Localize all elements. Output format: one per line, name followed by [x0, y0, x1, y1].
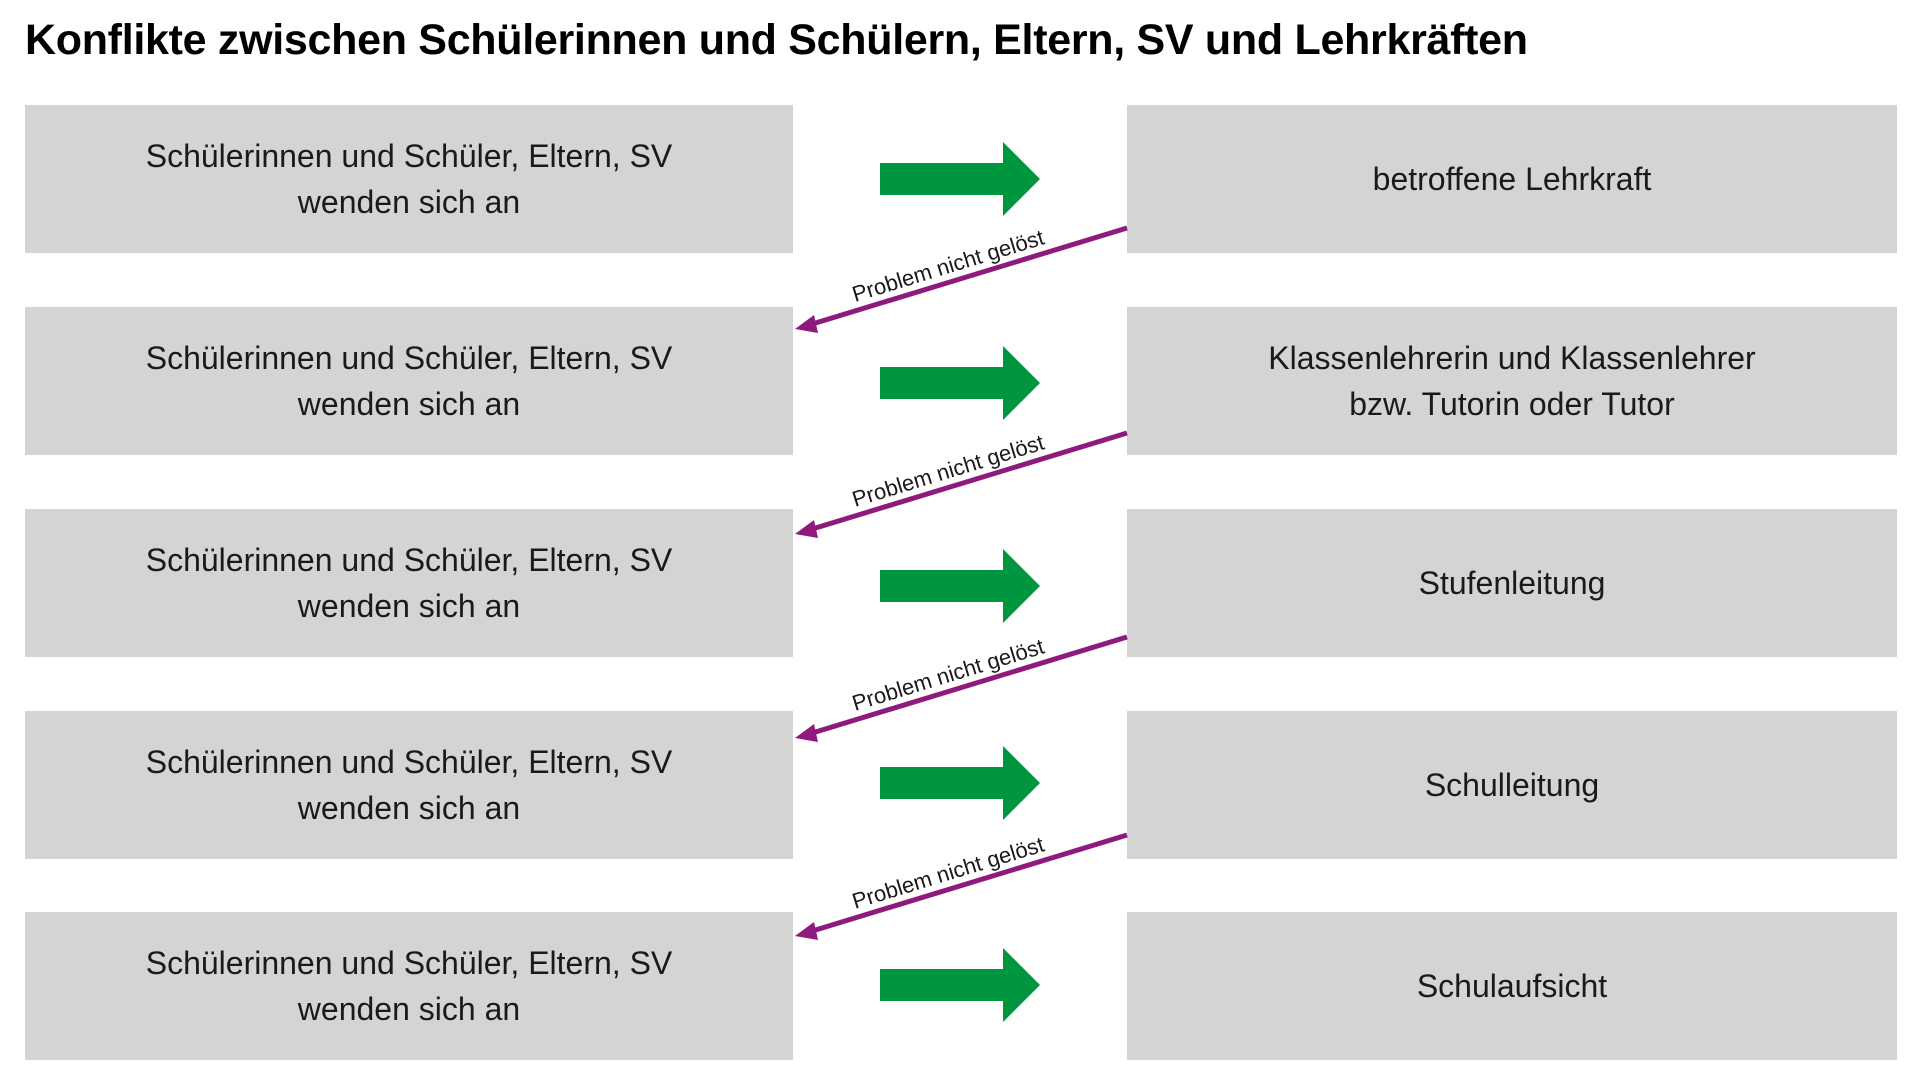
escalation-label-4: Problem nicht gelöst: [849, 832, 1047, 914]
row-3-left-line-1: Schülerinnen und Schüler, Eltern, SV: [145, 542, 673, 578]
row-1-left-line-1: Schülerinnen und Schüler, Eltern, SV: [145, 138, 673, 174]
row-5-left-line-2: wenden sich an: [297, 991, 521, 1027]
row-2-left-line-2: wenden sich an: [297, 386, 521, 422]
row-5-left-box: Schülerinnen und Schüler, Eltern, SV wen…: [25, 912, 793, 1060]
forward-arrow-icon-1: [880, 142, 1040, 216]
forward-arrow-icon-3: [880, 549, 1040, 623]
escalation-arrow-2: Problem nicht gelöst: [795, 430, 1128, 538]
row-3-right-box: Stufenleitung: [1127, 509, 1897, 657]
escalation-arrow-1: Problem nicht gelöst: [795, 225, 1128, 333]
back-arrowhead-icon-4: [795, 922, 818, 940]
row-5-left-line-1: Schülerinnen und Schüler, Eltern, SV: [145, 945, 673, 981]
escalation-label-3: Problem nicht gelöst: [849, 634, 1047, 716]
row-3-right-line-1: Stufenleitung: [1418, 565, 1606, 601]
row-2-right-box: Klassenlehrerin und Klassenlehrer bzw. T…: [1127, 307, 1897, 455]
row-1-right-box: betroffene Lehrkraft: [1127, 105, 1897, 253]
forward-arrow-icon-5: [880, 948, 1040, 1022]
row-4-left-box: Schülerinnen und Schüler, Eltern, SV wen…: [25, 711, 793, 859]
escalation-label-1: Problem nicht gelöst: [849, 225, 1047, 307]
back-arrowhead-icon-2: [795, 520, 818, 538]
row-4-right-box: Schulleitung: [1127, 711, 1897, 859]
escalation-arrow-4: Problem nicht gelöst: [795, 832, 1128, 940]
back-arrow-icon-1: [808, 225, 1128, 328]
row-2-right-line-1: Klassenlehrerin und Klassenlehrer: [1268, 340, 1756, 376]
page-title: Konflikte zwischen Schülerinnen und Schü…: [25, 16, 1528, 64]
back-arrow-icon-3: [808, 634, 1128, 737]
back-arrow-icon-4: [808, 832, 1128, 935]
escalation-arrow-3: Problem nicht gelöst: [795, 634, 1128, 742]
row-5-right-box: Schulaufsicht: [1127, 912, 1897, 1060]
forward-arrow-icon-2: [880, 346, 1040, 420]
forward-arrow-icon-4: [880, 746, 1040, 820]
row-1-left-line-2: wenden sich an: [297, 184, 521, 220]
back-arrow-icon-2: [808, 430, 1128, 533]
row-3-left-line-2: wenden sich an: [297, 588, 521, 624]
back-arrowhead-icon-3: [795, 724, 818, 742]
escalation-label-2: Problem nicht gelöst: [849, 430, 1047, 512]
back-arrowhead-icon-1: [795, 315, 818, 333]
row-4-left-line-1: Schülerinnen und Schüler, Eltern, SV: [145, 744, 673, 780]
row-4-left-line-2: wenden sich an: [297, 790, 521, 826]
row-5-right-line-1: Schulaufsicht: [1416, 968, 1608, 1004]
row-3-left-box: Schülerinnen und Schüler, Eltern, SV wen…: [25, 509, 793, 657]
row-1-right-line-1: betroffene Lehrkraft: [1372, 161, 1652, 197]
row-1-left-box: Schülerinnen und Schüler, Eltern, SV wen…: [25, 105, 793, 253]
row-2-right-line-2: bzw. Tutorin oder Tutor: [1349, 386, 1675, 422]
row-2-left-line-1: Schülerinnen und Schüler, Eltern, SV: [145, 340, 673, 376]
row-4-right-line-1: Schulleitung: [1424, 767, 1600, 803]
row-2-left-box: Schülerinnen und Schüler, Eltern, SV wen…: [25, 307, 793, 455]
